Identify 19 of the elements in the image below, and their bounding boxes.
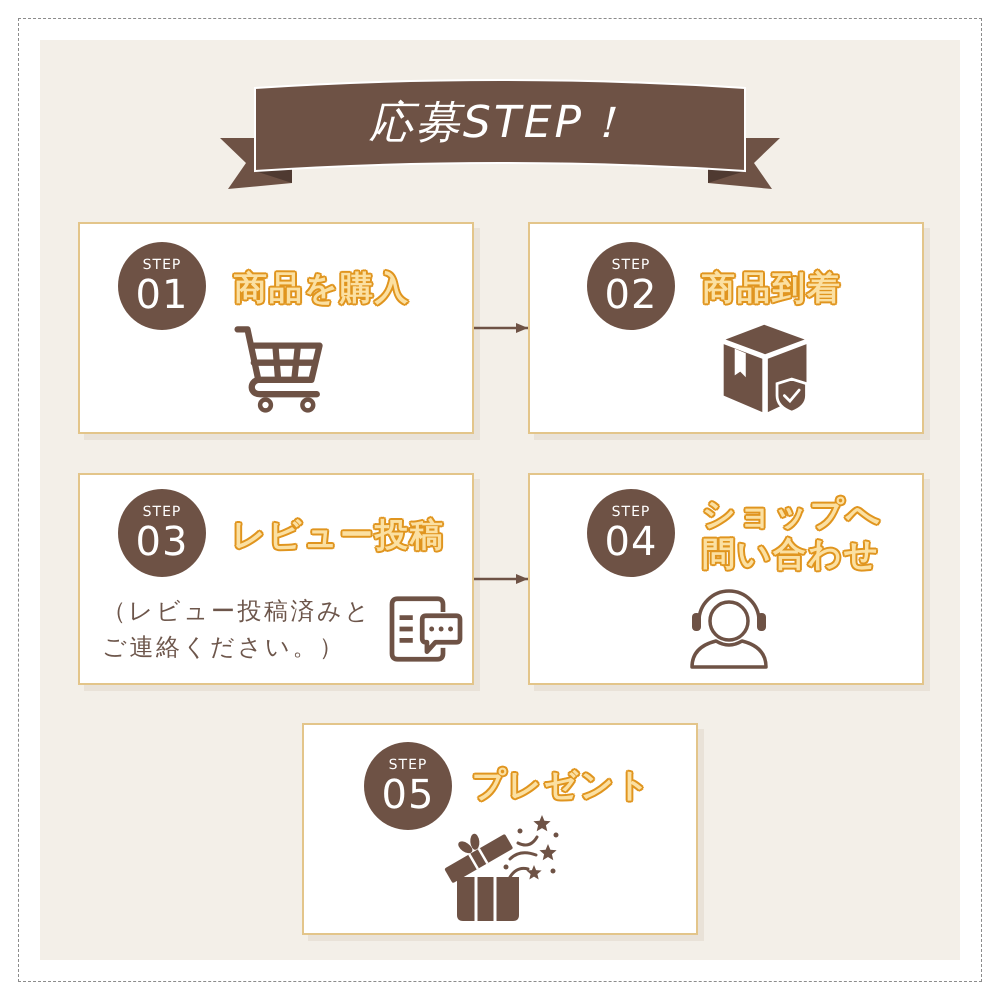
- step-heading: レビュー投稿: [232, 515, 445, 555]
- step-number: 03: [136, 523, 188, 561]
- step-heading: プレゼント: [472, 765, 652, 805]
- step-label: STEP: [388, 758, 428, 772]
- step-heading: 商品到着: [702, 268, 842, 308]
- note-text: （レビュー投稿済みとご連絡ください。）: [102, 596, 373, 663]
- title-text: 応募STEP！: [368, 98, 632, 148]
- step-label: STEP: [612, 258, 650, 272]
- arrow: [474, 574, 528, 584]
- step-number: 02: [604, 276, 658, 314]
- step-label: STEP: [142, 505, 182, 519]
- step-label: STEP: [142, 258, 182, 272]
- arrow: [474, 323, 528, 333]
- step-number: 01: [136, 276, 188, 314]
- step-number: 05: [382, 776, 434, 814]
- step-heading: 商品を購入: [234, 268, 410, 308]
- step-heading: ショップへ問い合わせ: [702, 494, 883, 574]
- step-label: STEP: [612, 505, 650, 519]
- step-number: 04: [604, 523, 658, 561]
